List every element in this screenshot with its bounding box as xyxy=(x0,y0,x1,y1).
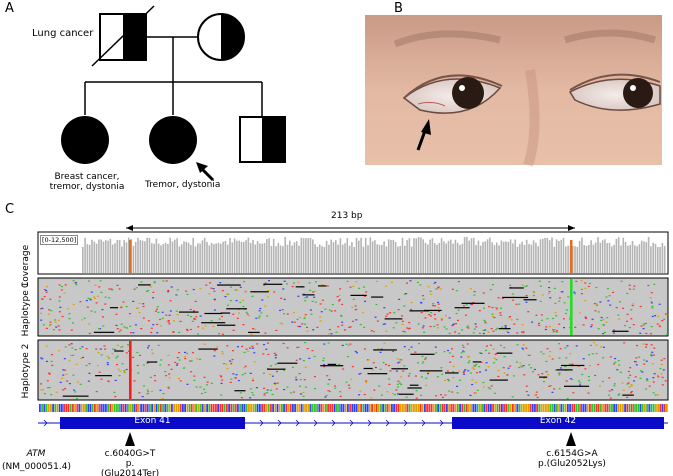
haplotype-1-track-mismatches xyxy=(40,280,668,335)
exon-41-box xyxy=(60,417,245,429)
variant-2-label: c.6154G>A p.(Glu2052Lys) xyxy=(536,449,608,469)
haplotype-2-track-mismatches xyxy=(40,342,667,400)
variant-1-marker-icon xyxy=(125,432,135,446)
proband-arrow-icon xyxy=(196,162,215,182)
mother-symbol xyxy=(197,13,245,61)
exon-42-label: Exon 42 xyxy=(539,416,577,426)
strand-chevron-icon xyxy=(259,419,264,427)
variant-1-protein: p.(Glu2014Ter) xyxy=(100,459,160,476)
span-label: 213 bp xyxy=(331,211,363,221)
variant-2-marker-icon xyxy=(566,432,576,446)
panel-c-letter: C xyxy=(5,202,15,217)
strand-chevron-icon xyxy=(331,419,336,427)
variant-2-protein: p.(Glu2052Lys) xyxy=(538,459,606,469)
strand-chevron-icon xyxy=(403,419,408,427)
track-label-haplotype-1: Haplotype 1 xyxy=(21,281,31,337)
sequence-track xyxy=(39,404,668,412)
proband-symbol xyxy=(149,116,197,164)
haplotype-2-track xyxy=(37,339,669,401)
sister-label-line1: Breast cancer, xyxy=(54,172,120,182)
gene-name: ATM xyxy=(26,449,46,459)
transcript-id: (NM_000051.4) xyxy=(2,462,71,472)
coverage-range-label: [0-12,500] xyxy=(40,235,79,245)
haplotype-2-track-variant xyxy=(129,341,132,399)
panel-a-letter: A xyxy=(5,1,14,16)
strand-chevron-icon xyxy=(385,419,390,427)
span-arrow-right-icon xyxy=(568,225,575,231)
haplotype-1-track-variant xyxy=(570,279,573,335)
coverage-variant-1 xyxy=(129,240,132,273)
strand-chevron-icon xyxy=(295,419,300,427)
sister-label: Breast cancer, tremor, dystonia xyxy=(44,172,130,192)
brother-symbol xyxy=(239,116,286,163)
strand-chevron-icon xyxy=(277,419,282,427)
panel-b-letter: B xyxy=(394,1,403,16)
strand-chevron-icon xyxy=(349,419,354,427)
strand-chevron-icon xyxy=(313,419,318,427)
father-symbol xyxy=(91,5,155,67)
father-label: Lung cancer xyxy=(32,28,94,39)
exon-41-label: Exon 41 xyxy=(134,416,171,426)
strand-chevron-icon xyxy=(43,419,48,427)
variant-1-label: c.6040G>T p.(Glu2014Ter) xyxy=(98,449,162,476)
strand-chevron-icon xyxy=(421,419,426,427)
eye-arrow-icon xyxy=(416,119,431,151)
sister-symbol xyxy=(61,116,109,164)
strand-chevron-icon xyxy=(367,419,372,427)
coverage-variant-2 xyxy=(570,240,573,273)
span-arrow-left-icon xyxy=(126,225,133,231)
coverage-bars xyxy=(82,237,666,273)
strand-chevron-icon xyxy=(439,419,444,427)
exon-42-box xyxy=(452,417,664,429)
variant-1-cdna: c.6040G>T xyxy=(104,449,156,459)
variant-2-cdna: c.6154G>A xyxy=(546,449,598,459)
track-label-haplotype-2: Haplotype 2 xyxy=(21,343,31,399)
sister-label-line2: tremor, dystonia xyxy=(49,182,125,192)
proband-label: Tremor, dystonia xyxy=(145,180,221,190)
